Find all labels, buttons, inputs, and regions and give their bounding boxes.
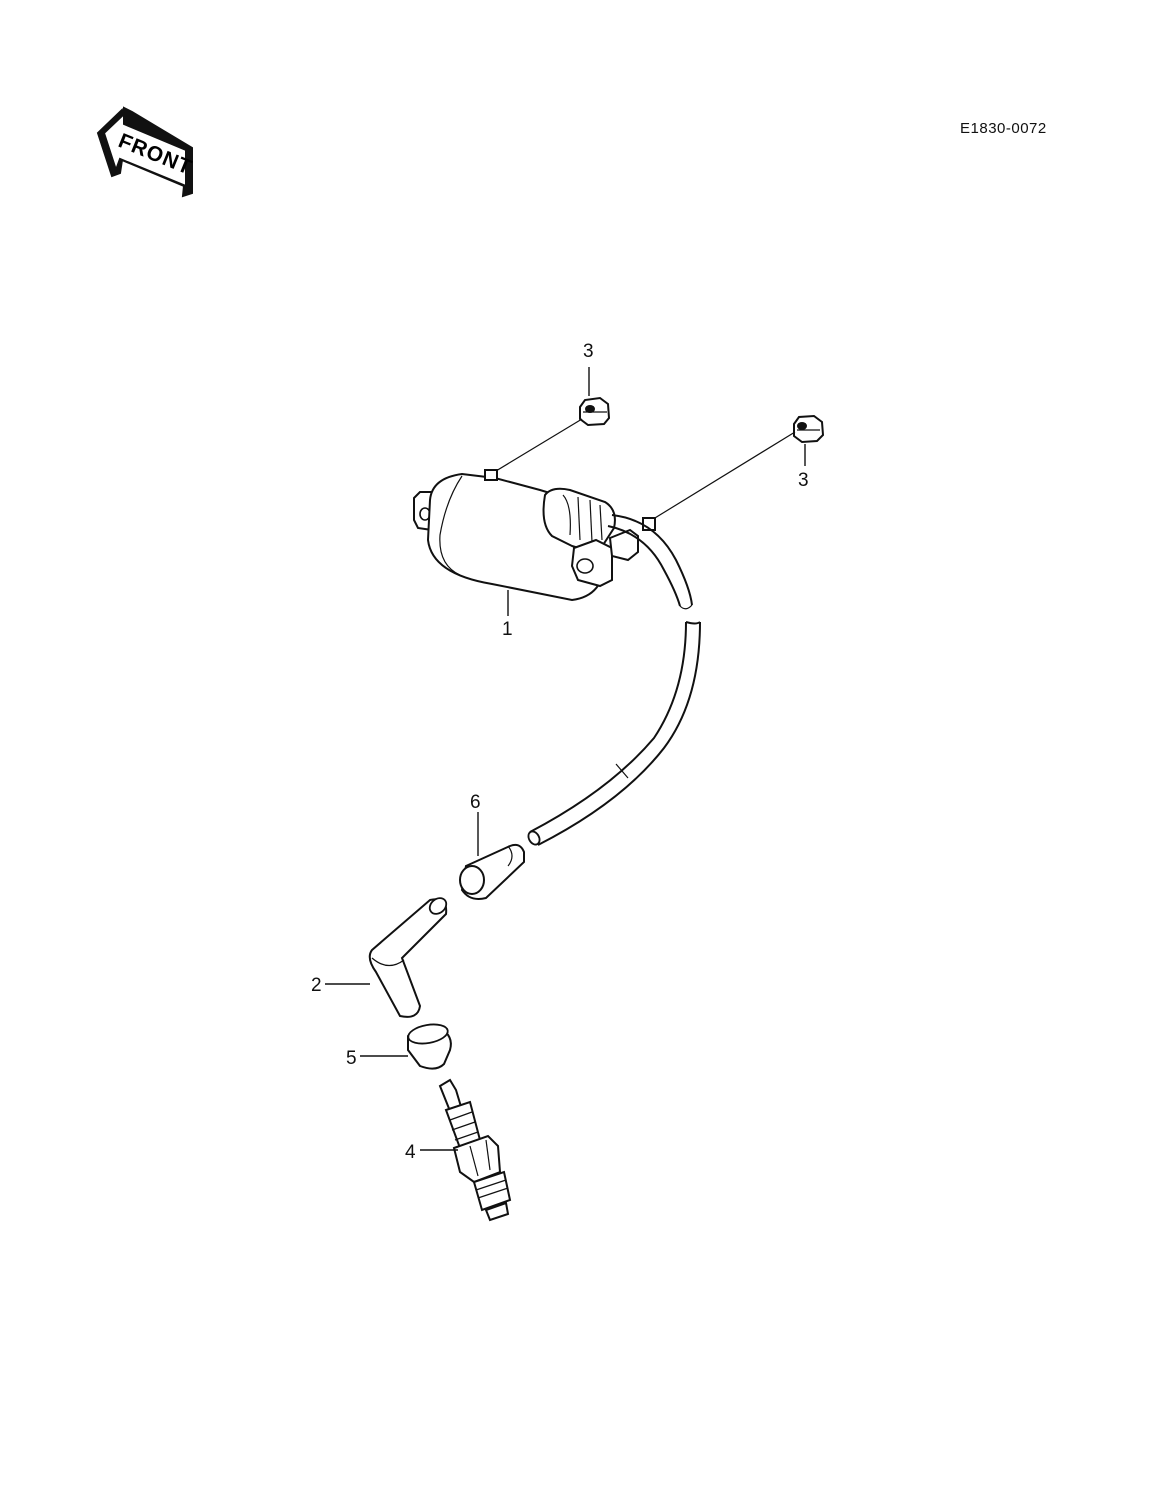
callout-plug-cap: 2 bbox=[311, 975, 322, 996]
callout-nut-upper: 3 bbox=[583, 341, 594, 362]
spark-plug bbox=[438, 1078, 512, 1222]
plug-cap bbox=[368, 897, 448, 1018]
callout-cover: 6 bbox=[470, 792, 481, 813]
callout-spark-plug: 4 bbox=[405, 1142, 416, 1163]
ht-lead bbox=[527, 621, 701, 846]
nut-right bbox=[793, 414, 825, 444]
lead-cover bbox=[459, 843, 525, 900]
ignition-coil bbox=[413, 469, 693, 610]
callout-nut-right: 3 bbox=[798, 470, 809, 491]
seal-cap bbox=[407, 1023, 452, 1070]
callout-coil: 1 bbox=[502, 619, 513, 640]
callout-seal-cap: 5 bbox=[346, 1048, 357, 1069]
nut-upper bbox=[579, 396, 611, 427]
drawing-code: E1830-0072 bbox=[960, 120, 1047, 137]
front-arrow-icon: FRONT bbox=[96, 106, 195, 198]
